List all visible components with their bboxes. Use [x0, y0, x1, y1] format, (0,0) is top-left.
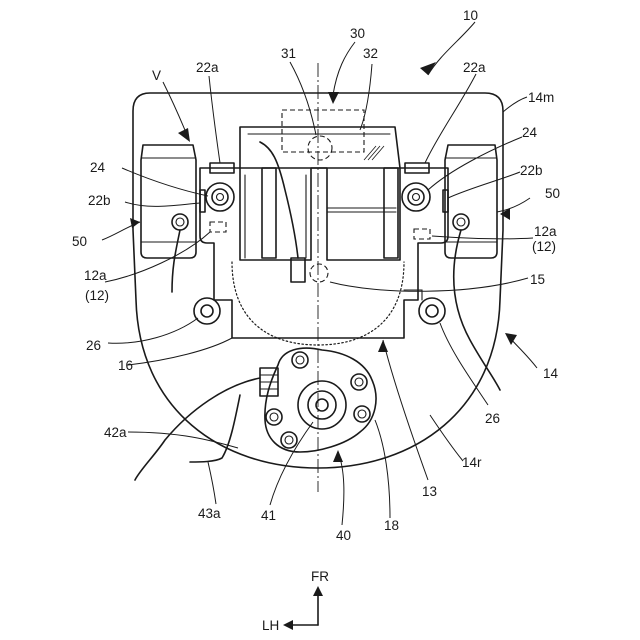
label-12a-right: 12a: [534, 224, 557, 239]
label-13: 13: [422, 484, 437, 499]
arrowhead-50-left: [130, 218, 140, 228]
label-14r: 14r: [462, 455, 482, 470]
labels: 10 30 31 32 22a 22a V 14m 24 24 22b 22b …: [72, 8, 560, 633]
arrowhead-30: [328, 92, 339, 104]
label-42a: 42a: [104, 425, 127, 440]
label-30: 30: [350, 26, 365, 41]
label-lh: LH: [262, 618, 279, 633]
unit-30: [240, 110, 400, 260]
label-32: 32: [363, 46, 378, 61]
label-31: 31: [281, 46, 296, 61]
label-41: 41: [261, 508, 276, 523]
label-22b-right: 22b: [520, 163, 543, 178]
label-10: 10: [463, 8, 478, 23]
cord-43a: [190, 395, 240, 462]
label-40: 40: [336, 528, 351, 543]
label-14: 14: [543, 366, 559, 381]
label-12-left: (12): [85, 288, 109, 303]
label-22a-left: 22a: [196, 60, 219, 75]
arrowhead-10: [420, 62, 436, 75]
arrowhead-V: [178, 128, 190, 142]
connector: [291, 258, 305, 282]
label-43a: 43a: [198, 506, 221, 521]
label-24-left: 24: [90, 160, 106, 175]
port-15: [310, 264, 328, 282]
boss-26-left: [194, 298, 220, 324]
label-50-right: 50: [545, 186, 560, 201]
arrowhead-13: [378, 340, 388, 352]
leader-V: [163, 82, 187, 135]
sensor-12a-left: [210, 222, 226, 232]
boss-24-right: [402, 183, 430, 211]
label-24-right: 24: [522, 125, 538, 140]
sensor-12a-right: [414, 229, 430, 239]
label-14m: 14m: [528, 90, 554, 105]
frame-13: [200, 163, 448, 338]
label-22a-right: 22a: [463, 60, 486, 75]
direction-indicator: [283, 586, 323, 630]
unit-40: [260, 348, 376, 452]
label-15: 15: [530, 272, 545, 287]
side-unit-left: [141, 145, 196, 292]
label-V: V: [152, 68, 161, 83]
label-12-right: (12): [532, 239, 556, 254]
label-16: 16: [118, 358, 133, 373]
arrowhead-40: [333, 450, 343, 462]
label-12a-left: 12a: [84, 268, 107, 283]
label-26-left: 26: [86, 338, 101, 353]
label-22b-left: 22b: [88, 193, 111, 208]
label-26-right: 26: [485, 411, 500, 426]
label-fr: FR: [311, 569, 329, 584]
label-18: 18: [384, 518, 399, 533]
wire: [260, 142, 298, 258]
boss-26-right: [419, 298, 445, 324]
boss-24-left: [206, 183, 234, 211]
label-50-left: 50: [72, 234, 87, 249]
